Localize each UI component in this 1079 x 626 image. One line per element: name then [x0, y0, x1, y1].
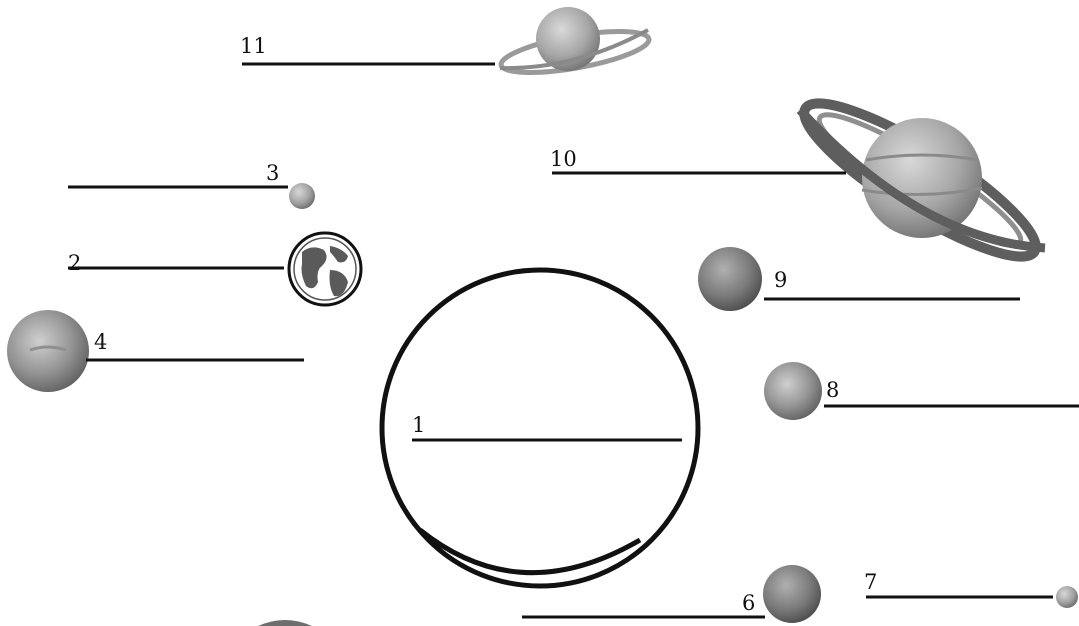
- planet-9: [698, 247, 762, 311]
- label-7: 7: [864, 570, 877, 594]
- label-11: 11: [240, 34, 267, 58]
- planet-11-ringed: [498, 7, 651, 81]
- label-3: 3: [266, 161, 279, 185]
- planet-partial-bottom: [258, 620, 312, 626]
- sun-1: [382, 270, 698, 586]
- planet-3: [289, 183, 315, 209]
- label-4: 4: [94, 330, 107, 354]
- label-9: 9: [774, 268, 787, 292]
- label-2: 2: [68, 251, 81, 275]
- planet-4: [7, 310, 89, 392]
- label-8: 8: [826, 378, 839, 402]
- planet-6: [763, 565, 821, 623]
- label-1: 1: [412, 413, 425, 437]
- label-10: 10: [550, 147, 577, 171]
- label-6: 6: [742, 591, 755, 615]
- planet-8: [764, 362, 822, 420]
- planet-10-ringed: [789, 81, 1052, 278]
- planet-7: [1056, 586, 1078, 608]
- planet-2-globe: [289, 233, 361, 305]
